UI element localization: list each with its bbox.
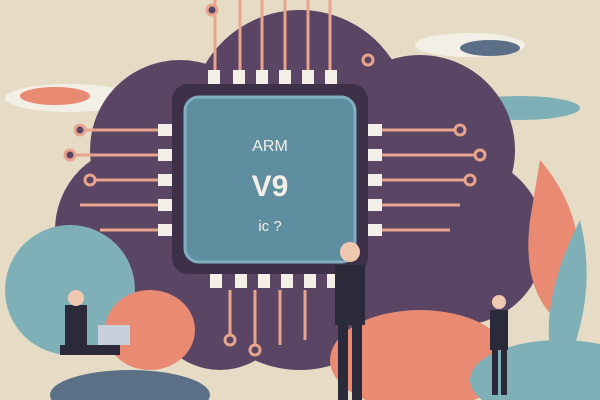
chip-label-line2: V9 [251,170,289,203]
chip-label: ARM V9 ic ? [190,108,350,258]
chip-label-line1: ARM [252,138,288,155]
chip-label-line3: ic ? [258,218,282,235]
